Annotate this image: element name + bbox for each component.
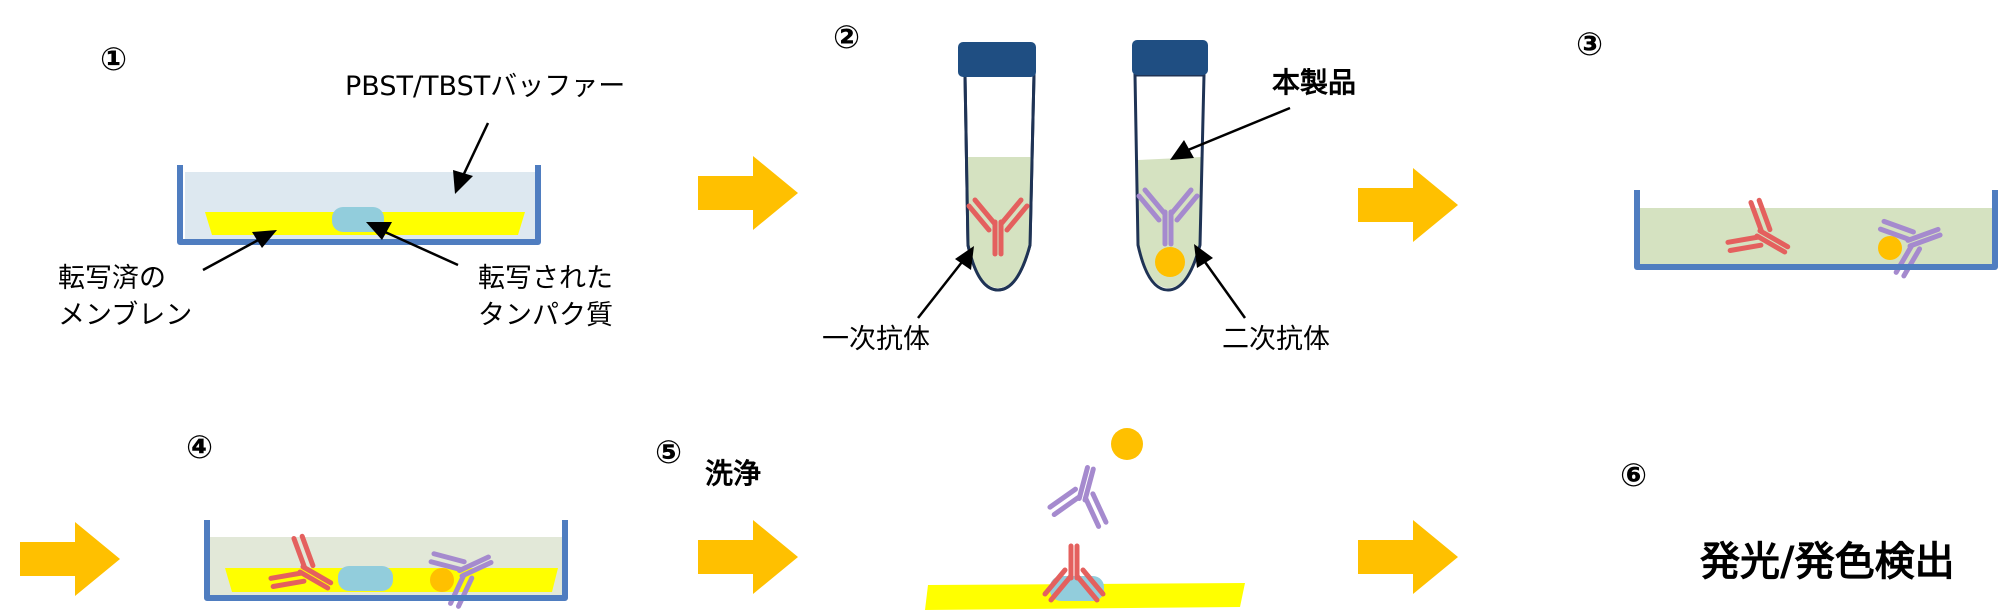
membrane-label-line1: 転写済の bbox=[58, 263, 166, 294]
secondary-antibody-label: 二次抗体 bbox=[1222, 324, 1330, 355]
flow-arrow bbox=[698, 520, 798, 594]
protein-pointer bbox=[366, 222, 459, 267]
tray bbox=[204, 520, 568, 601]
tube-cap bbox=[1132, 40, 1208, 75]
buffer-pointer bbox=[453, 122, 490, 194]
protein-label-line1: 転写された bbox=[478, 263, 613, 294]
buffer-label: PBST/TBSTバッファー bbox=[345, 71, 625, 102]
step-2-number: ② bbox=[833, 18, 860, 56]
step-1-number: ① bbox=[100, 40, 127, 78]
step-5-bound-complex bbox=[925, 428, 1245, 610]
flow-arrow bbox=[698, 156, 798, 230]
primary-antibody-label: 一次抗体 bbox=[822, 324, 930, 355]
product-pointer bbox=[1170, 106, 1291, 160]
flow-arrow bbox=[1358, 520, 1458, 594]
protein-label-line2: タンパク質 bbox=[478, 300, 613, 331]
secondary-antibody-pointer bbox=[1194, 244, 1247, 319]
product-label: 本製品 bbox=[1272, 66, 1356, 99]
step-1-dish bbox=[177, 165, 541, 245]
tray bbox=[1634, 190, 1998, 270]
step-6-title: 発光/発色検出 bbox=[1700, 539, 1955, 585]
step-3-dish bbox=[1634, 190, 1998, 278]
step-3-number: ③ bbox=[1576, 25, 1603, 63]
step-5-number: ⑤ bbox=[655, 433, 682, 471]
label-enzyme bbox=[430, 568, 454, 592]
primary-antibody-tube bbox=[958, 42, 1036, 292]
secondary-antibody-tube bbox=[1132, 40, 1208, 292]
step-4-number: ④ bbox=[186, 428, 213, 466]
tray bbox=[177, 165, 541, 245]
label-enzyme bbox=[1111, 428, 1143, 460]
membrane-pointer bbox=[202, 230, 277, 272]
step-6-number: ⑥ bbox=[1620, 456, 1647, 494]
label-enzyme bbox=[1155, 247, 1185, 277]
flow-arrow bbox=[1358, 168, 1458, 242]
transferred-protein bbox=[338, 566, 393, 591]
step-5-title: 洗浄 bbox=[705, 457, 761, 490]
tube-cap bbox=[958, 42, 1036, 77]
primary-antibody-pointer bbox=[917, 246, 974, 319]
step-4-dish bbox=[204, 520, 568, 611]
membrane-label-line2: メンブレン bbox=[58, 300, 192, 331]
label-enzyme bbox=[1878, 236, 1902, 260]
flow-arrow bbox=[20, 522, 120, 596]
secondary-antibody bbox=[1048, 461, 1118, 528]
